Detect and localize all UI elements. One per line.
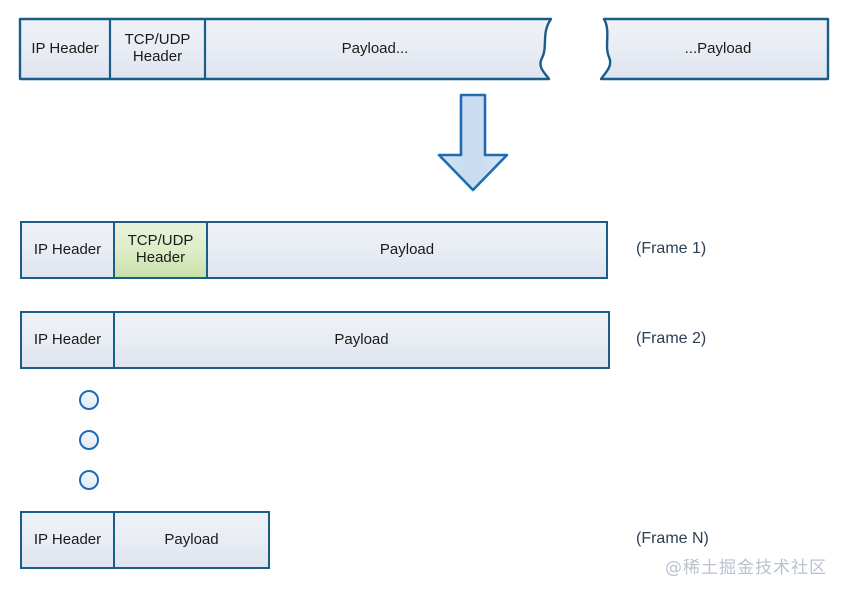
frame2-ip-header-cell: IP Header bbox=[20, 311, 115, 369]
frame-n-label: (Frame N) bbox=[636, 530, 709, 547]
frame-1-row: IP Header TCP/UDP Header Payload bbox=[20, 221, 608, 279]
ip-header-cell: IP Header bbox=[31, 39, 99, 57]
ellipsis-circle-icon bbox=[79, 430, 99, 450]
ellipsis-circle-icon bbox=[79, 390, 99, 410]
framen-payload-cell: Payload bbox=[113, 511, 270, 569]
down-arrow-icon bbox=[437, 93, 509, 192]
frame-1-label: (Frame 1) bbox=[636, 240, 707, 257]
frame-2-label: (Frame 2) bbox=[636, 330, 707, 347]
frame1-payload-cell: Payload bbox=[206, 221, 608, 279]
frame-2-row: IP Header Payload bbox=[20, 311, 610, 369]
framen-ip-header-cell: IP Header bbox=[20, 511, 115, 569]
frame1-tcp-udp-header-cell: TCP/UDP Header bbox=[113, 221, 208, 279]
frame1-ip-header-cell: IP Header bbox=[20, 221, 115, 279]
watermark: @稀土掘金技术社区 bbox=[665, 558, 827, 578]
frame2-payload-cell: Payload bbox=[113, 311, 610, 369]
payload-end-cell: ...Payload bbox=[684, 39, 752, 57]
frame-n-row: IP Header Payload bbox=[20, 511, 270, 569]
ellipsis-circle-icon bbox=[79, 470, 99, 490]
tcp-udp-header-cell: TCP/UDP Header bbox=[124, 31, 191, 65]
payload-start-cell: Payload... bbox=[341, 39, 409, 57]
